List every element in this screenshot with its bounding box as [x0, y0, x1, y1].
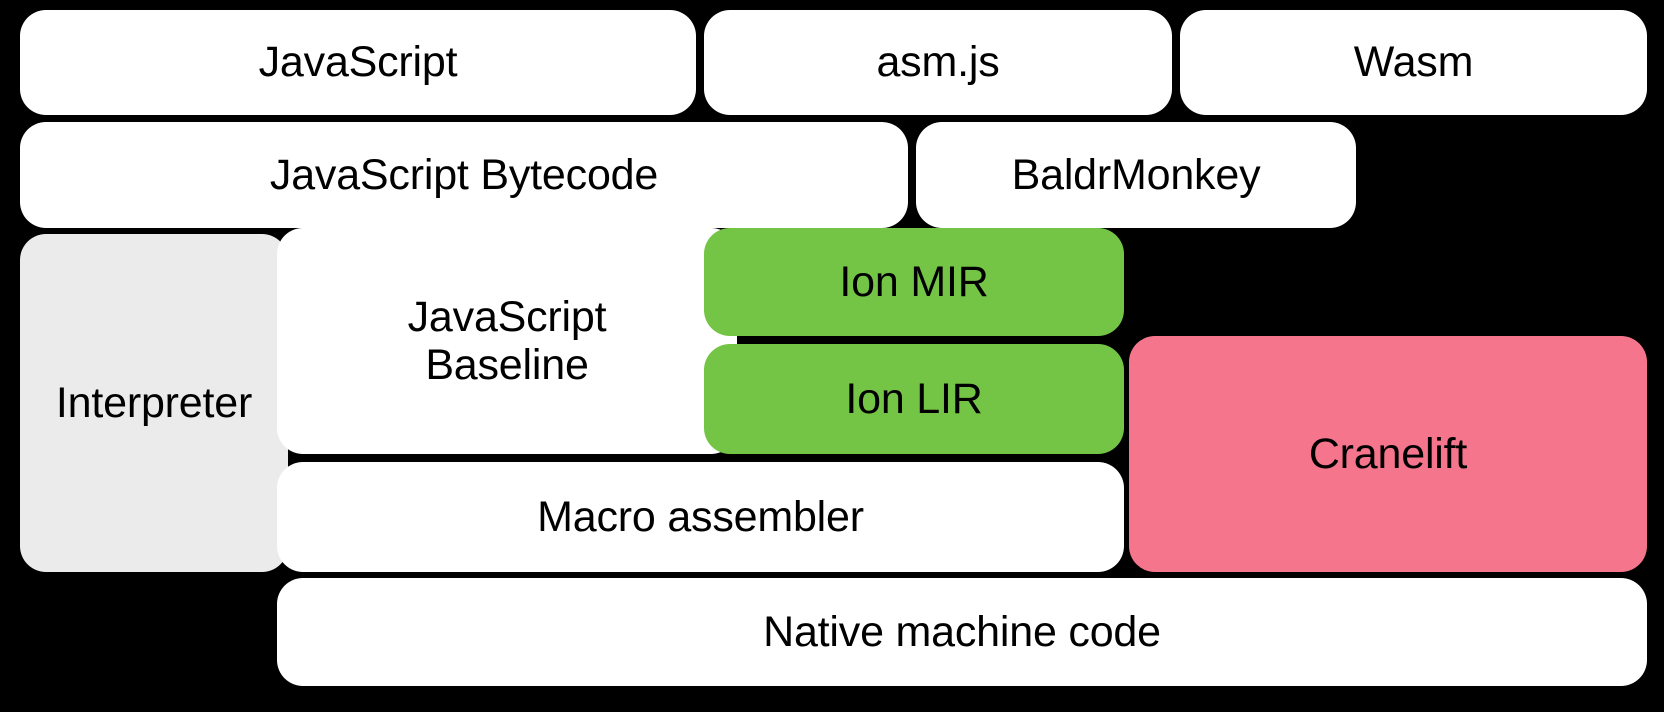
- node-javascript-baseline: JavaScript Baseline: [277, 228, 737, 454]
- node-ion-mir: Ion MIR: [704, 228, 1124, 336]
- node-interpreter: Interpreter: [20, 234, 288, 572]
- node-baldrmonkey: BaldrMonkey: [916, 122, 1356, 228]
- node-native-machine-code: Native machine code: [277, 578, 1647, 686]
- node-asm-js: asm.js: [704, 10, 1172, 115]
- node-cranelift: Cranelift: [1129, 336, 1647, 572]
- node-macro-assembler: Macro assembler: [277, 462, 1124, 572]
- node-wasm: Wasm: [1180, 10, 1647, 115]
- node-ion-lir: Ion LIR: [704, 344, 1124, 454]
- node-javascript-bytecode: JavaScript Bytecode: [20, 122, 908, 228]
- node-javascript: JavaScript: [20, 10, 696, 115]
